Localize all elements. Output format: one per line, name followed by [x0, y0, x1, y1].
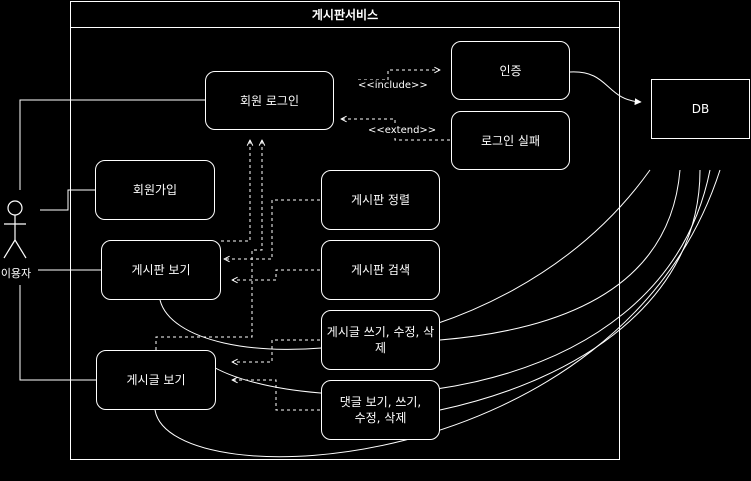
dep-write-to-post	[232, 339, 320, 362]
use-case-auth[interactable]: 인증	[451, 41, 570, 100]
use-case-board-sort[interactable]: 게시판 정렬	[321, 170, 440, 230]
dep-board-to-login	[221, 140, 250, 242]
view-dependencies	[224, 199, 320, 411]
actor-head	[7, 200, 23, 216]
assoc-login	[19, 99, 205, 190]
actor-figure	[3, 200, 27, 259]
extend-arrow	[341, 119, 450, 141]
database-box[interactable]: DB	[651, 79, 750, 139]
system-title: 게시판서비스	[71, 2, 619, 28]
actor-label: 이용자	[0, 267, 32, 280]
dep-comment-to-post	[232, 380, 320, 411]
use-case-post-write[interactable]: 게시글 쓰기, 수정, 삭제	[321, 310, 440, 370]
use-case-signup[interactable]: 회원가입	[95, 160, 215, 220]
post-write-to-db	[439, 169, 681, 341]
use-case-comment[interactable]: 댓글 보기, 쓰기, 수정, 삭제	[321, 380, 440, 440]
assoc-signup	[40, 189, 95, 211]
extend-label: <<extend>>	[367, 125, 438, 136]
post-view-db-read	[209, 169, 711, 395]
actor-right-leg	[14, 239, 27, 259]
actor-left-leg	[3, 239, 16, 259]
dep-post-to-login	[155, 140, 262, 350]
dep-sort-to-board	[224, 199, 320, 259]
use-case-board-view[interactable]: 게시판 보기	[101, 240, 221, 300]
dep-search-to-board	[232, 269, 320, 280]
comment-to-db	[439, 169, 701, 411]
login-dependencies	[155, 140, 262, 350]
include-label: <<include>>	[357, 80, 429, 91]
use-case-login-fail[interactable]: 로그인 실패	[451, 111, 570, 170]
use-case-login[interactable]: 회원 로그인	[205, 71, 334, 130]
use-case-post-view[interactable]: 게시글 보기	[96, 350, 216, 410]
post-view-to-db	[154, 169, 721, 458]
use-case-board-search[interactable]: 게시판 검색	[321, 240, 440, 300]
system-boundary: 게시판서비스	[70, 1, 620, 460]
auth-to-db	[569, 71, 642, 106]
